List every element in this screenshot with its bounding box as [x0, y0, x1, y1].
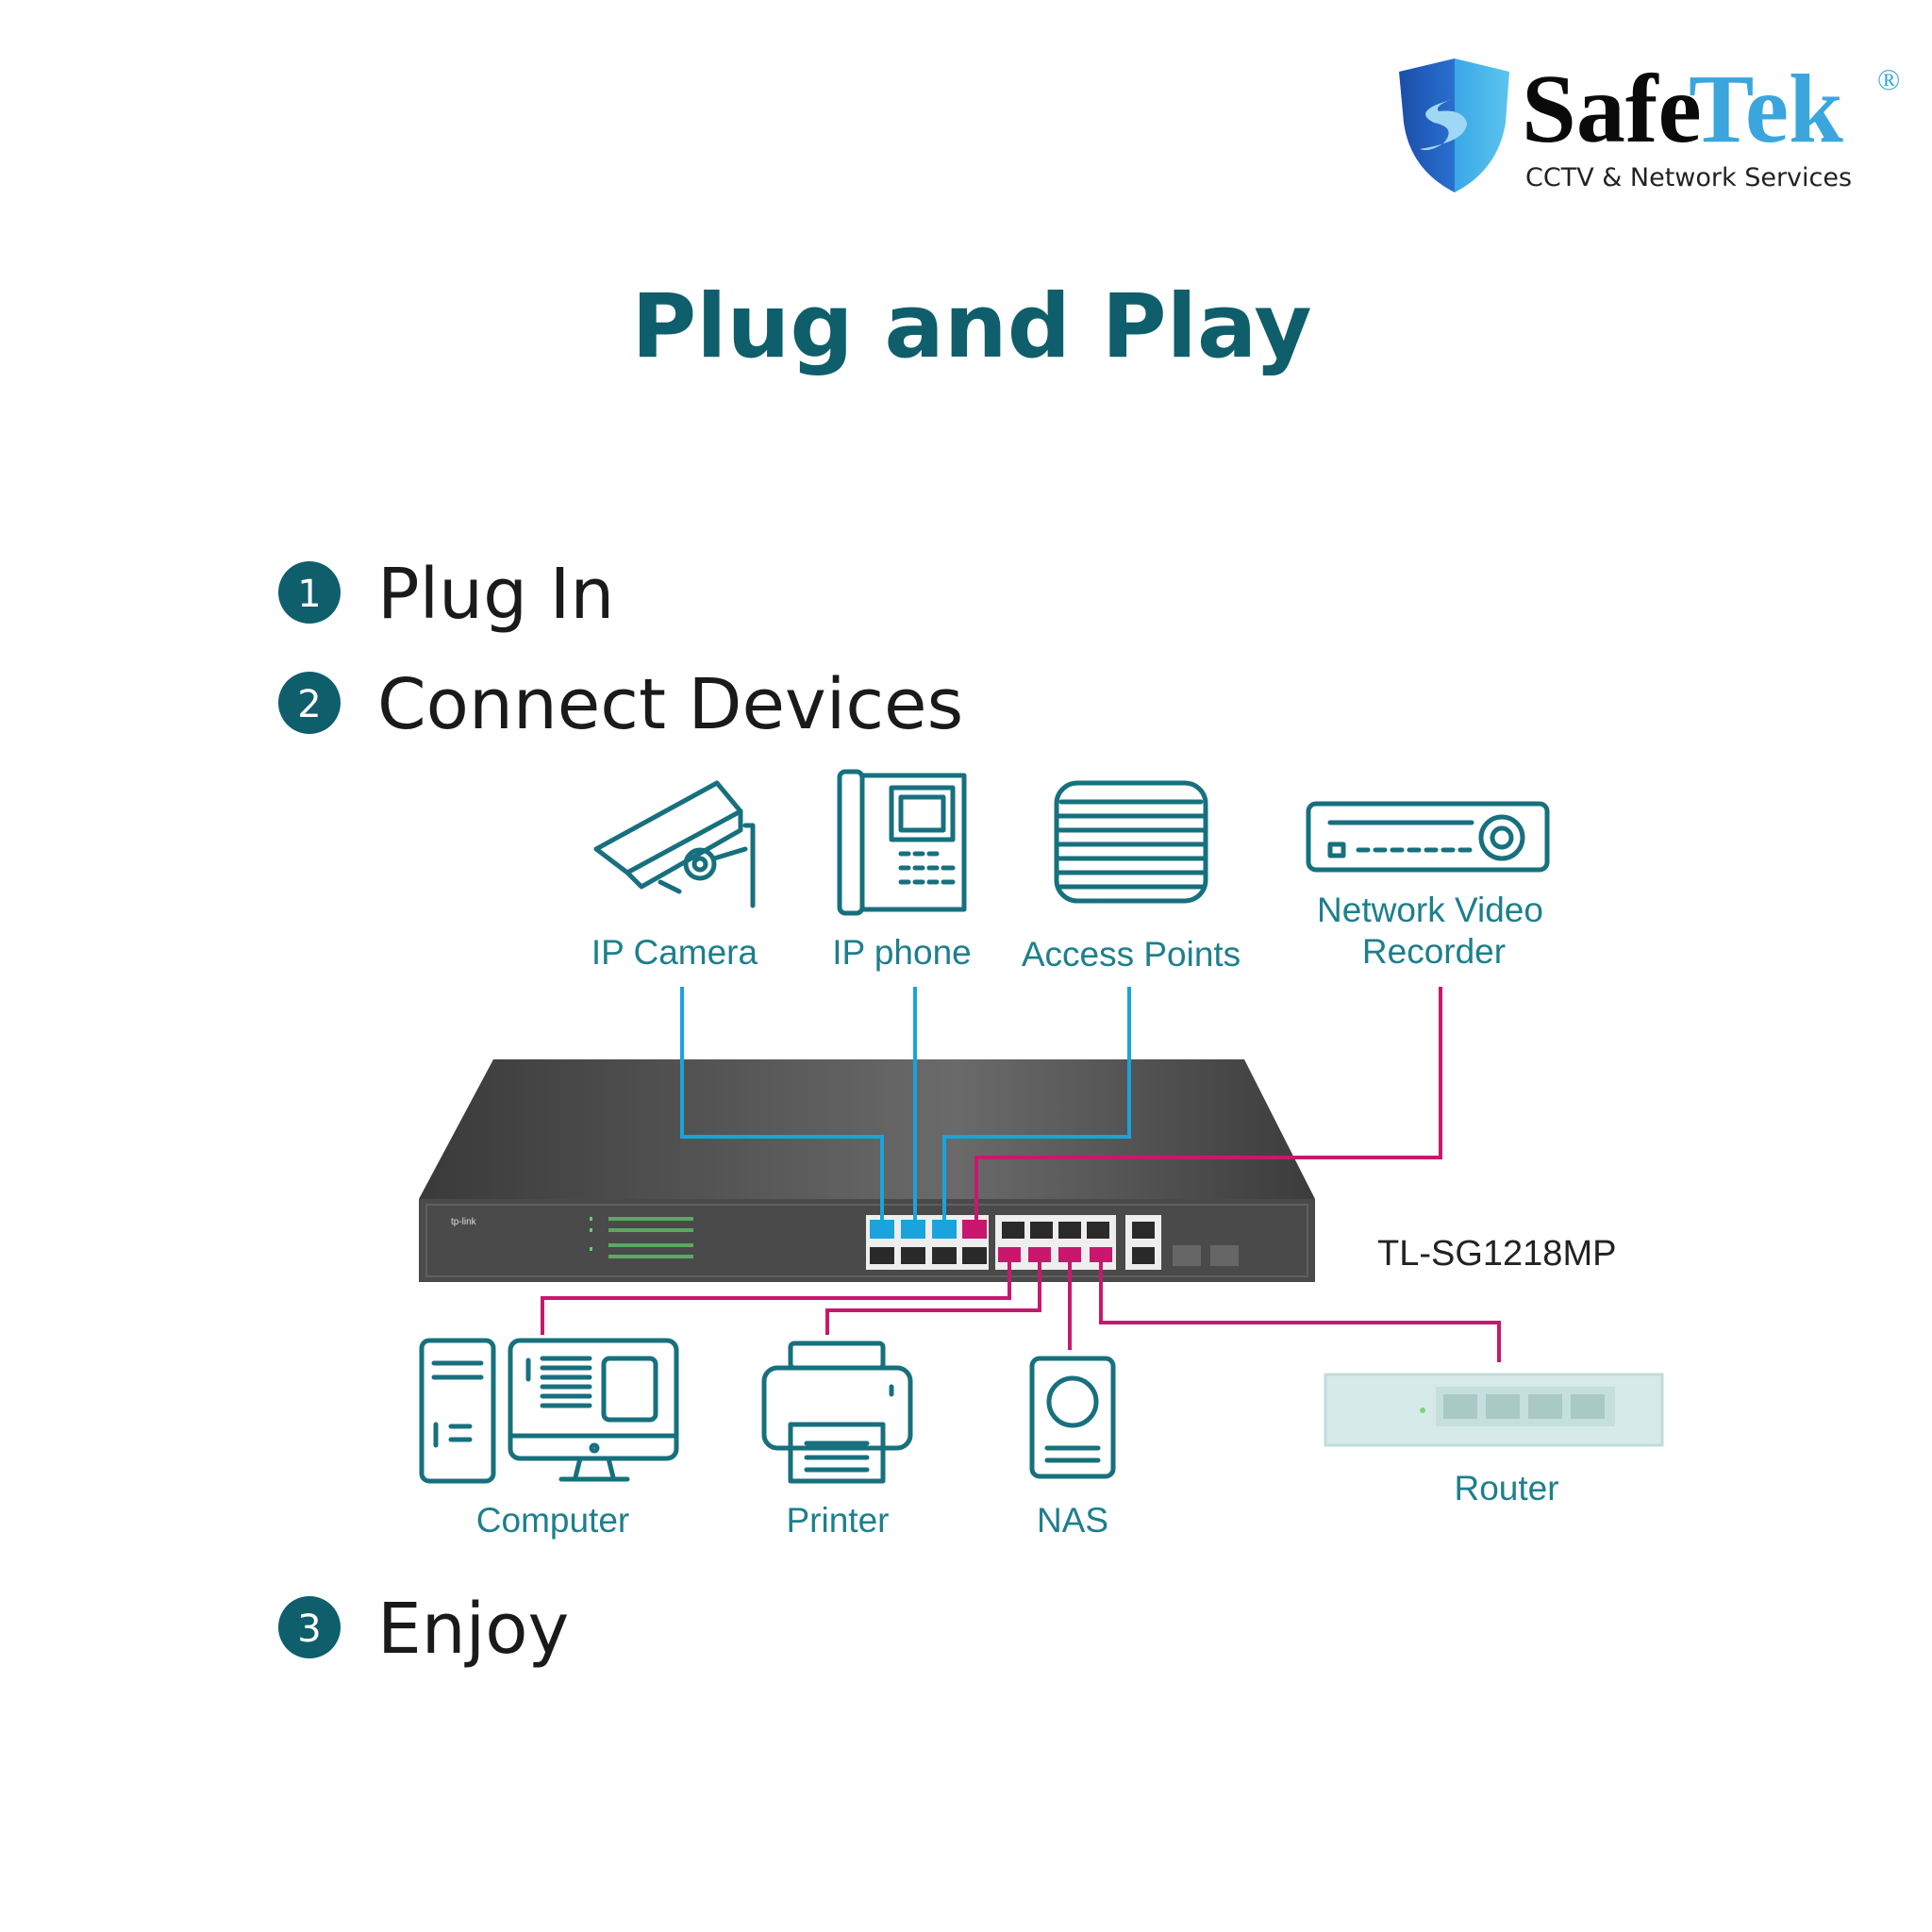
step-label: Plug In [377, 554, 614, 635]
cable-computer [541, 1260, 1011, 1335]
device-label-nvr-line1: Network Video [1317, 891, 1543, 929]
step-number: 2 [297, 683, 321, 726]
router-icon [1324, 1373, 1664, 1447]
cable-printer [825, 1260, 1041, 1335]
shield-icon [1399, 58, 1509, 192]
step-number-badge [278, 1596, 341, 1658]
step-number: 1 [297, 573, 321, 616]
ip-phone-icon [837, 769, 967, 916]
step-number: 3 [297, 1607, 321, 1651]
device-label-ip-phone: IP phone [832, 933, 971, 972]
switch-top [419, 1059, 1315, 1199]
ip-camera-icon [593, 780, 756, 908]
device-label-ip-camera: IP Camera [591, 933, 758, 972]
switch-model-label: TL-SG1218MP [1377, 1234, 1616, 1274]
computer-icon [419, 1338, 679, 1484]
device-label-nas: NAS [1037, 1501, 1108, 1540]
nvr-icon [1306, 801, 1550, 873]
device-label-printer: Printer [787, 1501, 890, 1540]
page-title: Plug and Play [631, 275, 1311, 378]
step-number-badge [278, 672, 341, 734]
brand-tagline: CCTV & Network Services [1525, 163, 1852, 192]
step-label: Connect Devices [377, 664, 963, 745]
cable-nvr [974, 987, 1442, 1222]
step-2: 2 Connect Devices [278, 664, 963, 745]
rj45-ports [866, 1215, 1239, 1270]
status-leds [590, 1217, 693, 1258]
access-point-icon [1054, 780, 1208, 904]
step-1: 1 Plug In [278, 554, 614, 635]
registered-mark: ® [1877, 62, 1900, 96]
device-label-access-points: Access Points [1022, 935, 1241, 974]
step-number-badge [278, 561, 341, 624]
nas-icon [1029, 1356, 1116, 1479]
device-label-router: Router [1454, 1469, 1558, 1507]
step-3: 3 Enjoy [278, 1589, 569, 1670]
step-label: Enjoy [377, 1589, 569, 1670]
cable-access-points [942, 987, 1131, 1222]
device-label-nvr-line2: Recorder [1362, 932, 1506, 971]
brand-name-tek: Tek [1689, 55, 1843, 163]
device-label-computer: Computer [476, 1501, 629, 1540]
printer-icon [761, 1341, 913, 1484]
brand-name-safe: Safe [1522, 55, 1702, 163]
cable-ip-camera [680, 987, 884, 1222]
cables [541, 987, 1501, 1362]
switch-brand: tp-link [451, 1217, 477, 1227]
network-switch: tp-link [419, 1059, 1315, 1282]
safetek-logo: Safe Tek ® CCTV & Network Services [1399, 55, 1900, 192]
cable-router [1099, 1260, 1501, 1362]
